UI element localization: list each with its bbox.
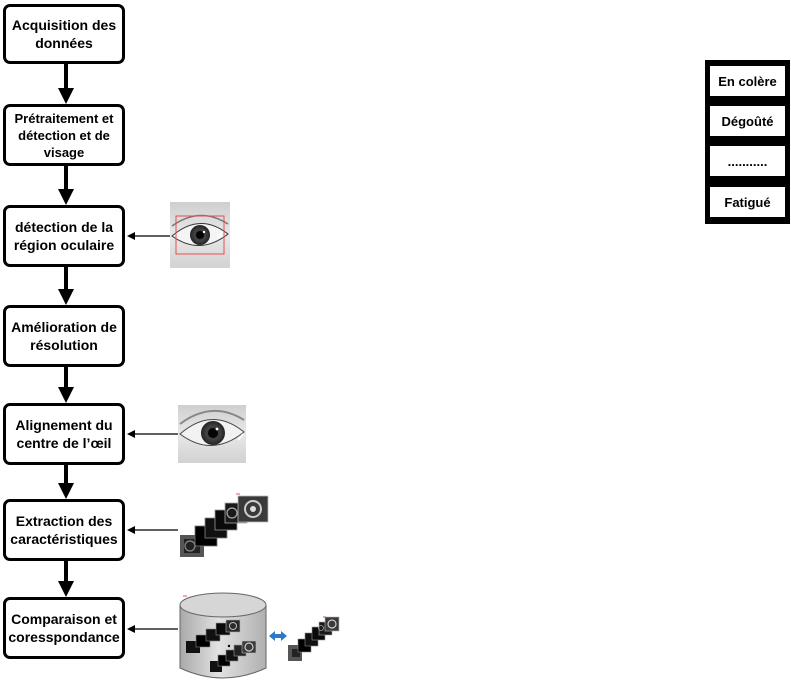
flow-arrows bbox=[58, 64, 74, 597]
image-arrows bbox=[127, 232, 178, 633]
step-comparison-matching: Comparaison et coresspondance bbox=[3, 597, 125, 659]
step-eye-center-alignment: Alignement du centre de l’œil bbox=[3, 403, 125, 465]
step-feature-extraction: Extraction des caractéristiques bbox=[3, 499, 125, 561]
feature-patches-image bbox=[180, 493, 269, 557]
step-eye-region-detection: détection de la région oculaire bbox=[3, 205, 125, 267]
step-resolution-enhancement: Amélioration de résolution bbox=[3, 305, 125, 367]
class-ellipsis: ........... bbox=[707, 143, 788, 179]
eye-roi-image bbox=[170, 202, 230, 268]
class-disgusted: Dégoûté bbox=[707, 103, 788, 139]
step-preprocessing-face-detection: Prétraitement et détection et de visage bbox=[3, 104, 125, 166]
database-cylinder-image bbox=[179, 592, 267, 679]
query-patches-image bbox=[288, 616, 340, 661]
step-data-acquisition: Acquisition des données bbox=[3, 4, 125, 64]
class-tired: Fatigué bbox=[707, 184, 788, 220]
double-arrow-icon bbox=[269, 631, 287, 641]
class-angry: En colère bbox=[707, 63, 788, 99]
eye-aligned-image bbox=[178, 405, 246, 463]
